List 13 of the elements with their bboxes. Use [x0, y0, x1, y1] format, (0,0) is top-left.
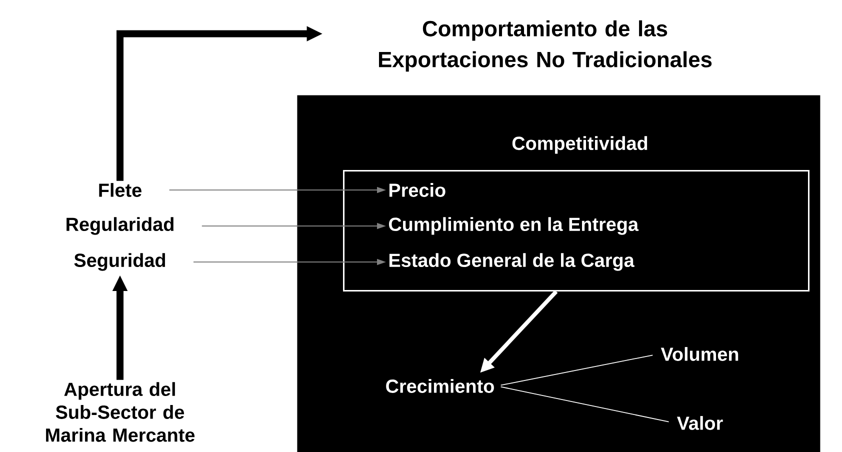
- panel-heading: Competitividad: [512, 136, 648, 154]
- item-text: Cumplimiento en la Entrega: [388, 217, 639, 235]
- factor-text: Regularidad: [66, 217, 174, 235]
- factor-text: Flete: [99, 183, 142, 197]
- cause-text: Apertura del Sub-Sector de Marina Mercante: [46, 382, 195, 442]
- item-text: Estado General de la Carga: [389, 253, 634, 271]
- result-text: Crecimiento: [386, 379, 494, 393]
- result-text: Valor: [676, 416, 723, 430]
- result-text: Volumen: [660, 347, 738, 361]
- title: Comportamiento de las Exportaciones No Tradicionales: [379, 20, 712, 72]
- item-text: Precio: [389, 183, 446, 197]
- factor-text: Seguridad: [74, 253, 166, 271]
- outlined-box: [343, 170, 810, 292]
